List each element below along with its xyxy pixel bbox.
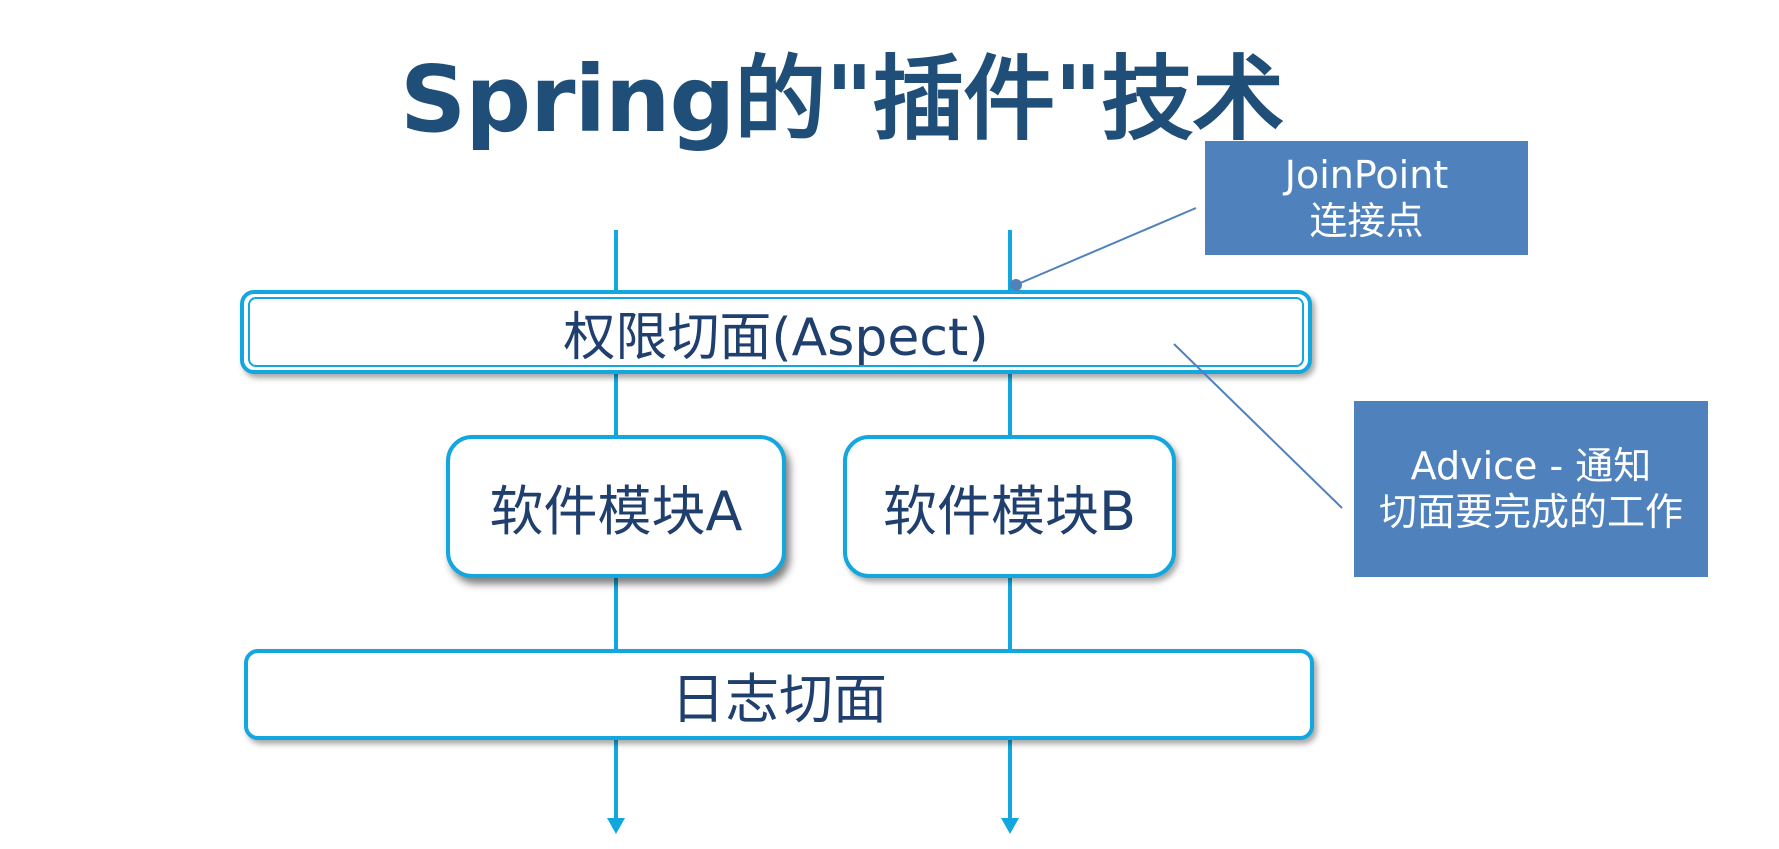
joinpoint-callout-line1: JoinPoint	[1284, 153, 1449, 197]
flow-line-right-mid	[1008, 374, 1012, 436]
flow-line-right-bottom	[1008, 740, 1012, 820]
module-a-label: 软件模块A	[489, 480, 743, 543]
aspect-box: 权限切面(Aspect)	[240, 290, 1312, 374]
joinpoint-callout: JoinPoint 连接点	[1205, 141, 1528, 255]
flow-line-right-lower	[1008, 578, 1012, 650]
advice-callout-line1: Advice - 通知	[1410, 444, 1652, 488]
module-b-label: 软件模块B	[882, 480, 1137, 543]
module-a-box: 软件模块A	[446, 435, 786, 578]
diagram-title: Spring的"插件"技术	[400, 46, 1284, 153]
log-aspect-label: 日志切面	[671, 668, 887, 731]
flow-line-right-top	[1008, 230, 1012, 292]
module-b-box: 软件模块B	[843, 435, 1176, 578]
flow-line-left-mid	[614, 374, 618, 436]
arrow-down-left-icon	[607, 818, 625, 834]
flow-line-left-lower	[614, 578, 618, 650]
flow-line-left-top	[614, 230, 618, 292]
advice-callout-line2: 切面要完成的工作	[1378, 490, 1683, 534]
aspect-box-label: 权限切面(Aspect)	[563, 307, 989, 368]
flow-line-left-bottom	[614, 740, 618, 820]
joinpoint-callout-line2: 连接点	[1309, 199, 1424, 243]
joinpoint-leader-line	[1017, 207, 1197, 285]
arrow-down-right-icon	[1001, 818, 1019, 834]
advice-callout: Advice - 通知 切面要完成的工作	[1354, 401, 1708, 577]
log-aspect-box: 日志切面	[244, 649, 1314, 740]
